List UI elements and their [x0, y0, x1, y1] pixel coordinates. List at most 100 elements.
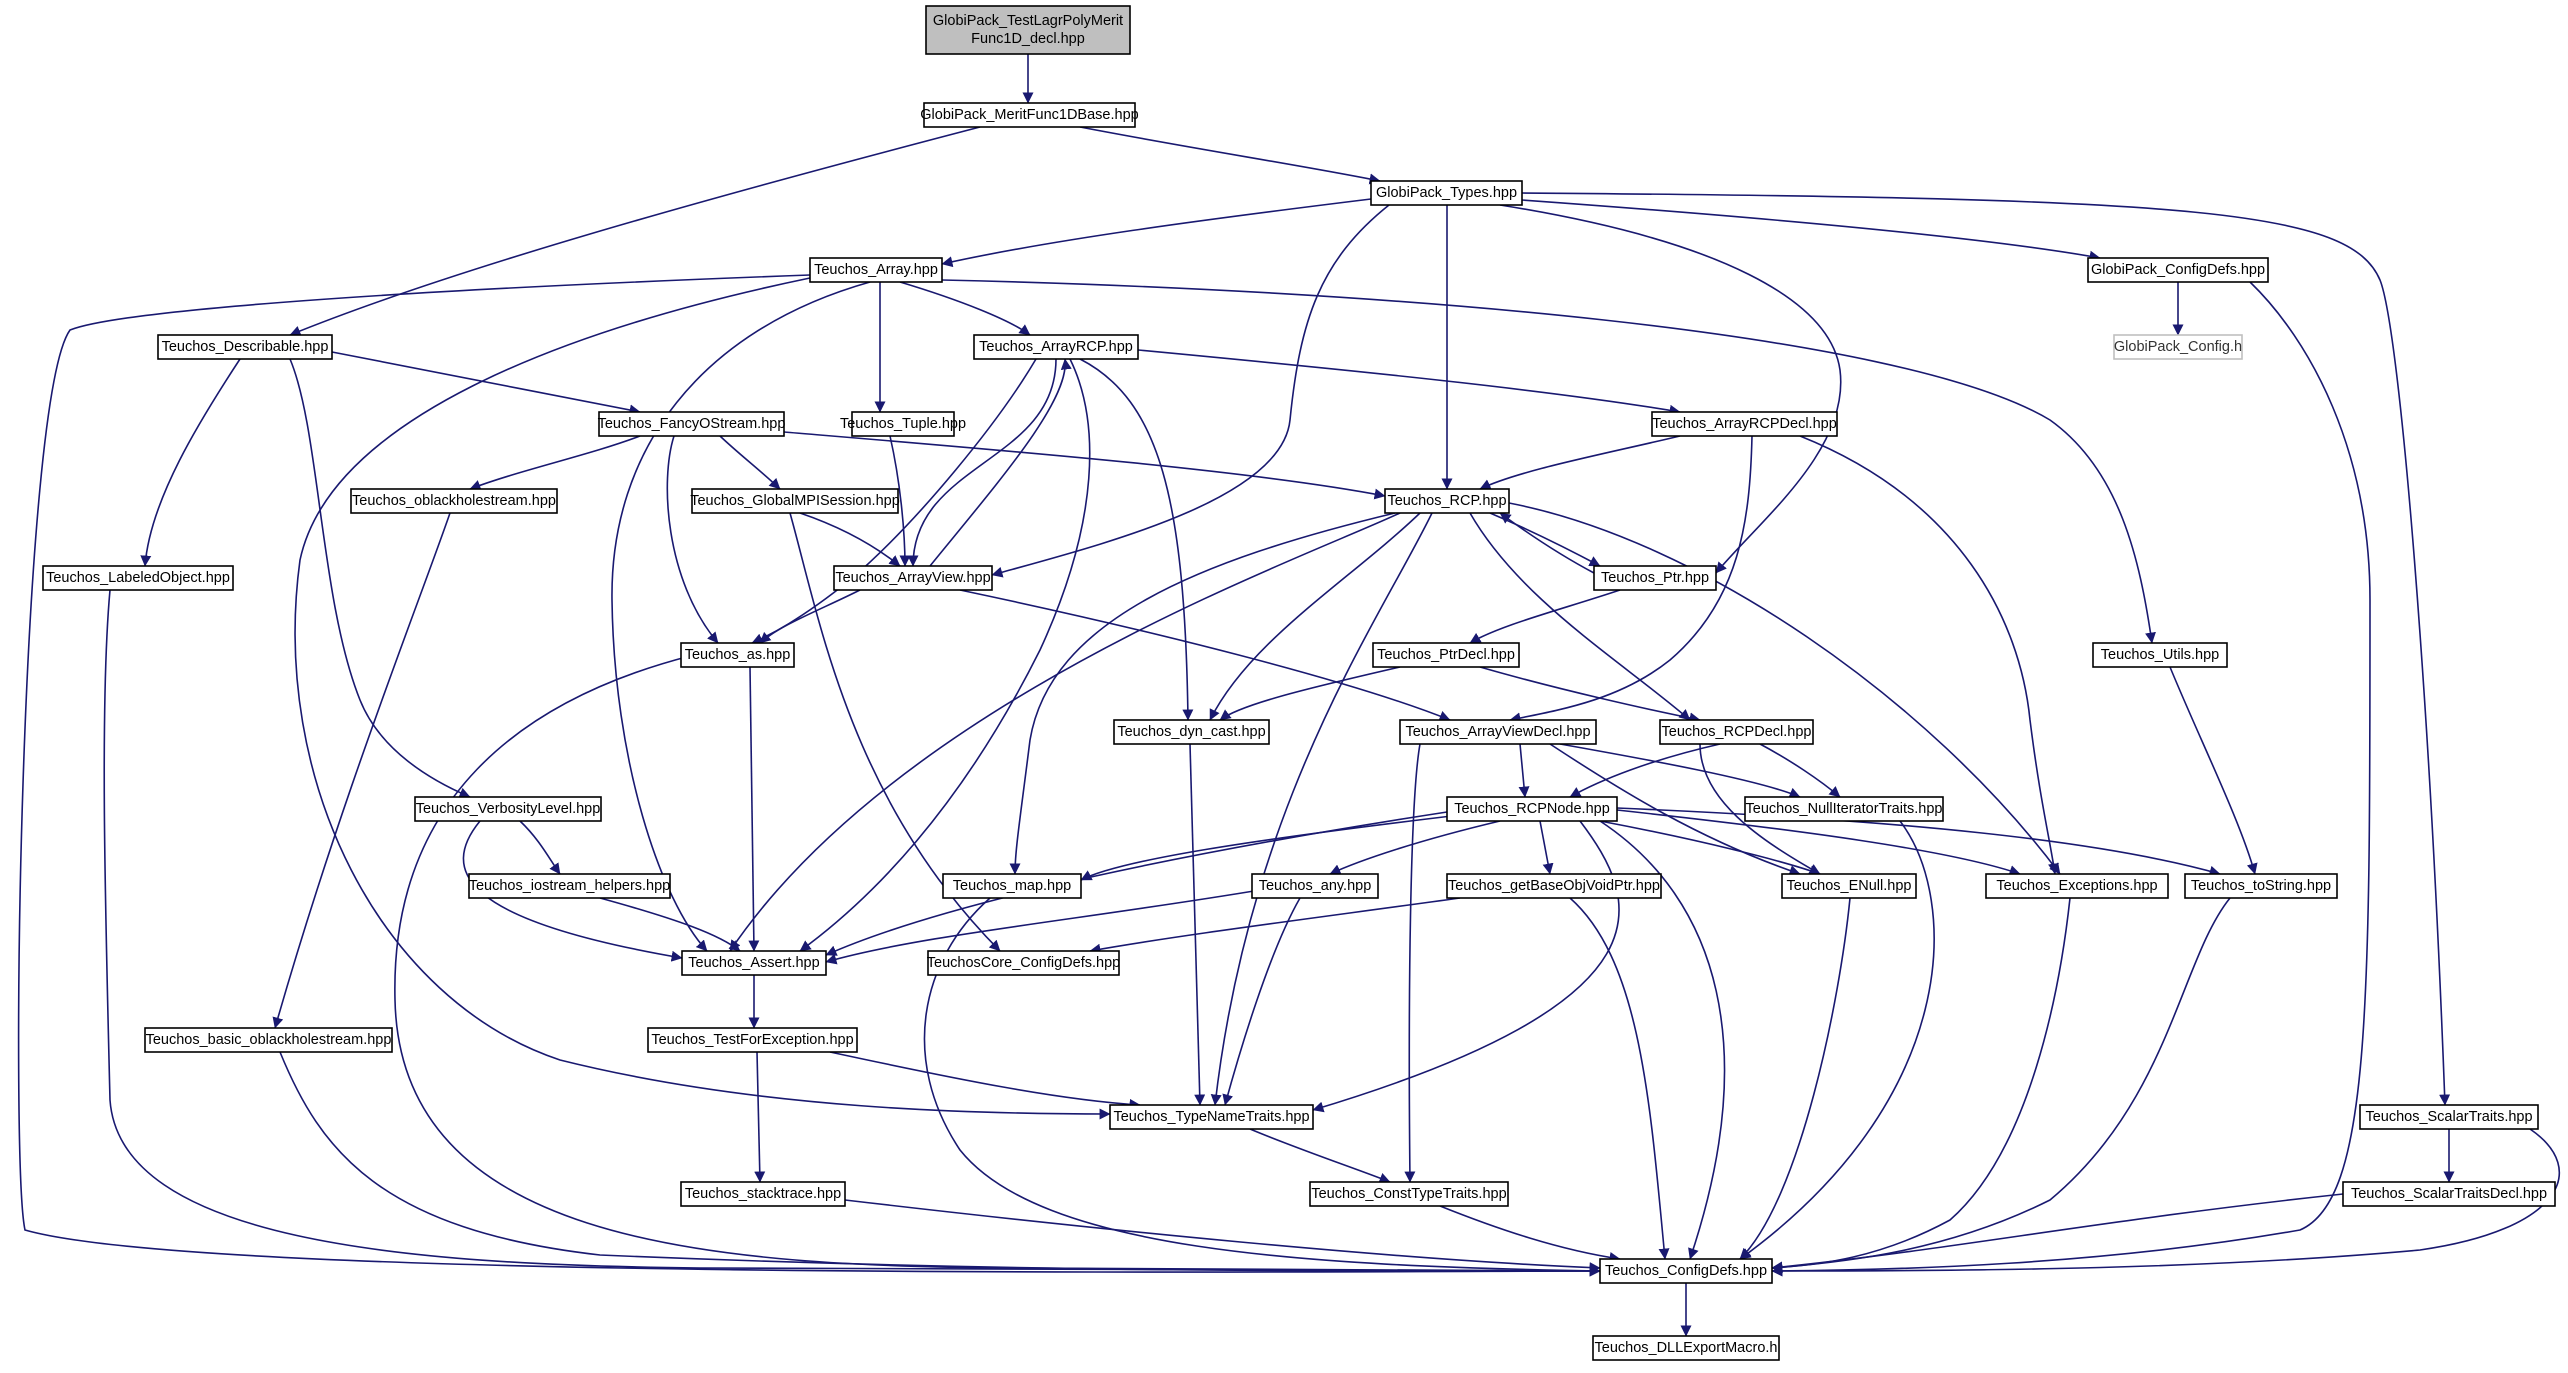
graph-node[interactable]: Teuchos_GlobalMPISession.hpp: [690, 488, 900, 514]
node-box: [1446, 873, 1662, 899]
node-box: [851, 411, 955, 437]
edge-n8-n15: [889, 435, 911, 567]
graph-node[interactable]: Teuchos_PtrDecl.hpp: [1372, 642, 1520, 668]
graph-node[interactable]: Teuchos_ConstTypeTraits.hpp: [1309, 1181, 1509, 1207]
node-label: Teuchos_Utils.hpp: [2101, 647, 2220, 663]
edge-n10-n21: [1509, 435, 1753, 724]
edge-n37-n40: [1249, 1128, 1391, 1184]
node-label: TeuchosCore_ConfigDefs.hpp: [927, 955, 1120, 971]
edge-n22-n30: [1699, 743, 1821, 875]
edge-n29-n42: [1569, 897, 1670, 1260]
graph-node[interactable]: TeuchosCore_ConfigDefs.hpp: [927, 950, 1120, 976]
graph-node[interactable]: GlobiPack_Config.h: [2113, 334, 2243, 360]
edge-n36-n42: [279, 1051, 1601, 1277]
graph-node[interactable]: Teuchos_RCP.hpp: [1384, 488, 1510, 514]
edge-n9-n12: [719, 435, 781, 490]
edge-n35-n39: [754, 1051, 766, 1183]
node-label: Teuchos_stacktrace.hpp: [685, 1186, 841, 1202]
edge-n15-n17: [759, 589, 861, 644]
node-box: [1659, 719, 1814, 745]
graph-node[interactable]: Teuchos_dyn_cast.hpp: [1113, 719, 1270, 745]
edge-n18-n20: [1219, 666, 1401, 721]
graph-node[interactable]: Teuchos_ConfigDefs.hpp: [1599, 1258, 1773, 1284]
edge-n7-n20: [1079, 358, 1194, 721]
edge-n29-n34: [1089, 897, 1461, 955]
graph-node[interactable]: Teuchos_map.hpp: [942, 873, 1082, 899]
edge-n1-n6: [289, 126, 981, 337]
edge-n17-n33: [748, 666, 760, 952]
node-box: [350, 488, 558, 514]
edge-n13-n22: [1469, 512, 1691, 721]
graph-node[interactable]: Teuchos_FancyOStream.hpp: [598, 411, 786, 437]
edge-n23-n26: [519, 820, 561, 875]
edge-n3-n37: [294, 277, 1111, 1120]
graph-node[interactable]: Teuchos_ScalarTraits.hpp: [2359, 1104, 2539, 1130]
node-box: [1109, 1104, 1314, 1130]
graph-node[interactable]: Teuchos_RCPNode.hpp: [1446, 796, 1618, 822]
edge-n26-n33: [599, 897, 741, 952]
node-label: GlobiPack_ConfigDefs.hpp: [2091, 262, 2265, 278]
graph-node[interactable]: Teuchos_Tuple.hpp: [840, 411, 966, 437]
edge-n2-n4: [1521, 199, 2101, 262]
edge-n35-n37: [829, 1051, 1141, 1110]
edge-n28-n37: [1222, 897, 1301, 1106]
edge-n3-n33: [611, 281, 871, 952]
graph-node[interactable]: Teuchos_Ptr.hpp: [1593, 565, 1717, 591]
graph-node[interactable]: Teuchos_getBaseObjVoidPtr.hpp: [1446, 873, 1662, 899]
node-box: [923, 102, 1136, 128]
edge-n7-n33: [799, 358, 1091, 952]
graph-node[interactable]: Teuchos_Array.hpp: [809, 257, 943, 283]
node-box: [2113, 334, 2243, 360]
edge-n16-n13: [1499, 512, 1595, 574]
edge-n6-n23: [289, 358, 471, 798]
graph-node[interactable]: Teuchos_ArrayView.hpp: [833, 565, 993, 591]
edge-n24-n27: [1080, 814, 1461, 881]
edge-n10-n31: [1799, 435, 2059, 875]
graph-node[interactable]: Teuchos_ArrayRCP.hpp: [973, 334, 1139, 360]
graph-node[interactable]: Teuchos_TestForException.hpp: [647, 1027, 858, 1053]
node-box: [1113, 719, 1270, 745]
graph-node[interactable]: GlobiPack_MeritFunc1DBase.hpp: [920, 102, 1139, 128]
graph-node[interactable]: GlobiPack_ConfigDefs.hpp: [2087, 257, 2269, 283]
node-box: [973, 334, 1139, 360]
graph-node[interactable]: Teuchos_NullIteratorTraits.hpp: [1744, 796, 1944, 822]
graph-node[interactable]: Teuchos_toString.hpp: [2184, 873, 2338, 899]
graph-node[interactable]: Teuchos_DLLExportMacro.h: [1592, 1335, 1780, 1361]
graph-node[interactable]: GlobiPack_Types.hpp: [1370, 180, 1523, 206]
graph-node[interactable]: Teuchos_RCPDecl.hpp: [1659, 719, 1814, 745]
graph-node[interactable]: Teuchos_any.hpp: [1251, 873, 1379, 899]
graph-node[interactable]: Teuchos_ArrayViewDecl.hpp: [1399, 719, 1597, 745]
node-box: [598, 411, 785, 437]
graph-node[interactable]: Teuchos_ScalarTraitsDecl.hpp: [2342, 1181, 2556, 1207]
edge-n21-n40: [1404, 743, 1421, 1183]
node-label: Teuchos_VerbosityLevel.hpp: [416, 801, 601, 817]
node-box: [1446, 796, 1618, 822]
node-box: [144, 1027, 393, 1053]
graph-node[interactable]: Teuchos_VerbosityLevel.hpp: [414, 796, 602, 822]
node-label: Teuchos_ConstTypeTraits.hpp: [1311, 1186, 1506, 1202]
node-label: Teuchos_dyn_cast.hpp: [1117, 724, 1265, 740]
edge-n4-n42: [1771, 281, 2371, 1277]
edge-n6-n14: [140, 358, 241, 567]
graph-node[interactable]: Teuchos_Utils.hpp: [2092, 642, 2228, 668]
graph-node[interactable]: Teuchos_Assert.hpp: [681, 950, 827, 976]
graph-node[interactable]: Teuchos_ArrayRCPDecl.hpp: [1651, 411, 1838, 437]
graph-node[interactable]: Teuchos_TypeNameTraits.hpp: [1109, 1104, 1314, 1130]
graph-node[interactable]: Teuchos_iostream_helpers.hpp: [468, 873, 671, 899]
graph-node[interactable]: Teuchos_stacktrace.hpp: [680, 1181, 846, 1207]
edge-n24-n33: [825, 811, 1448, 956]
graph-node[interactable]: Teuchos_LabeledObject.hpp: [42, 565, 234, 591]
edge-n7-n15: [907, 358, 1057, 567]
graph-node[interactable]: Teuchos_Exceptions.hpp: [1985, 873, 2169, 899]
edge-n38-n42: [1771, 1128, 2560, 1277]
graph-node[interactable]: Teuchos_Describable.hpp: [157, 334, 333, 360]
node-label: Teuchos_NullIteratorTraits.hpp: [1746, 801, 1943, 817]
node-box: [414, 796, 602, 822]
graph-node[interactable]: GlobiPack_TestLagrPolyMeritFunc1D_decl.h…: [925, 5, 1131, 55]
node-box: [42, 565, 234, 591]
edges-layer: [17, 54, 2560, 1337]
graph-node[interactable]: Teuchos_oblackholestream.hpp: [350, 488, 558, 514]
graph-node[interactable]: Teuchos_basic_oblackholestream.hpp: [144, 1027, 393, 1053]
graph-node[interactable]: Teuchos_as.hpp: [680, 642, 795, 668]
graph-node[interactable]: Teuchos_ENull.hpp: [1781, 873, 1917, 899]
